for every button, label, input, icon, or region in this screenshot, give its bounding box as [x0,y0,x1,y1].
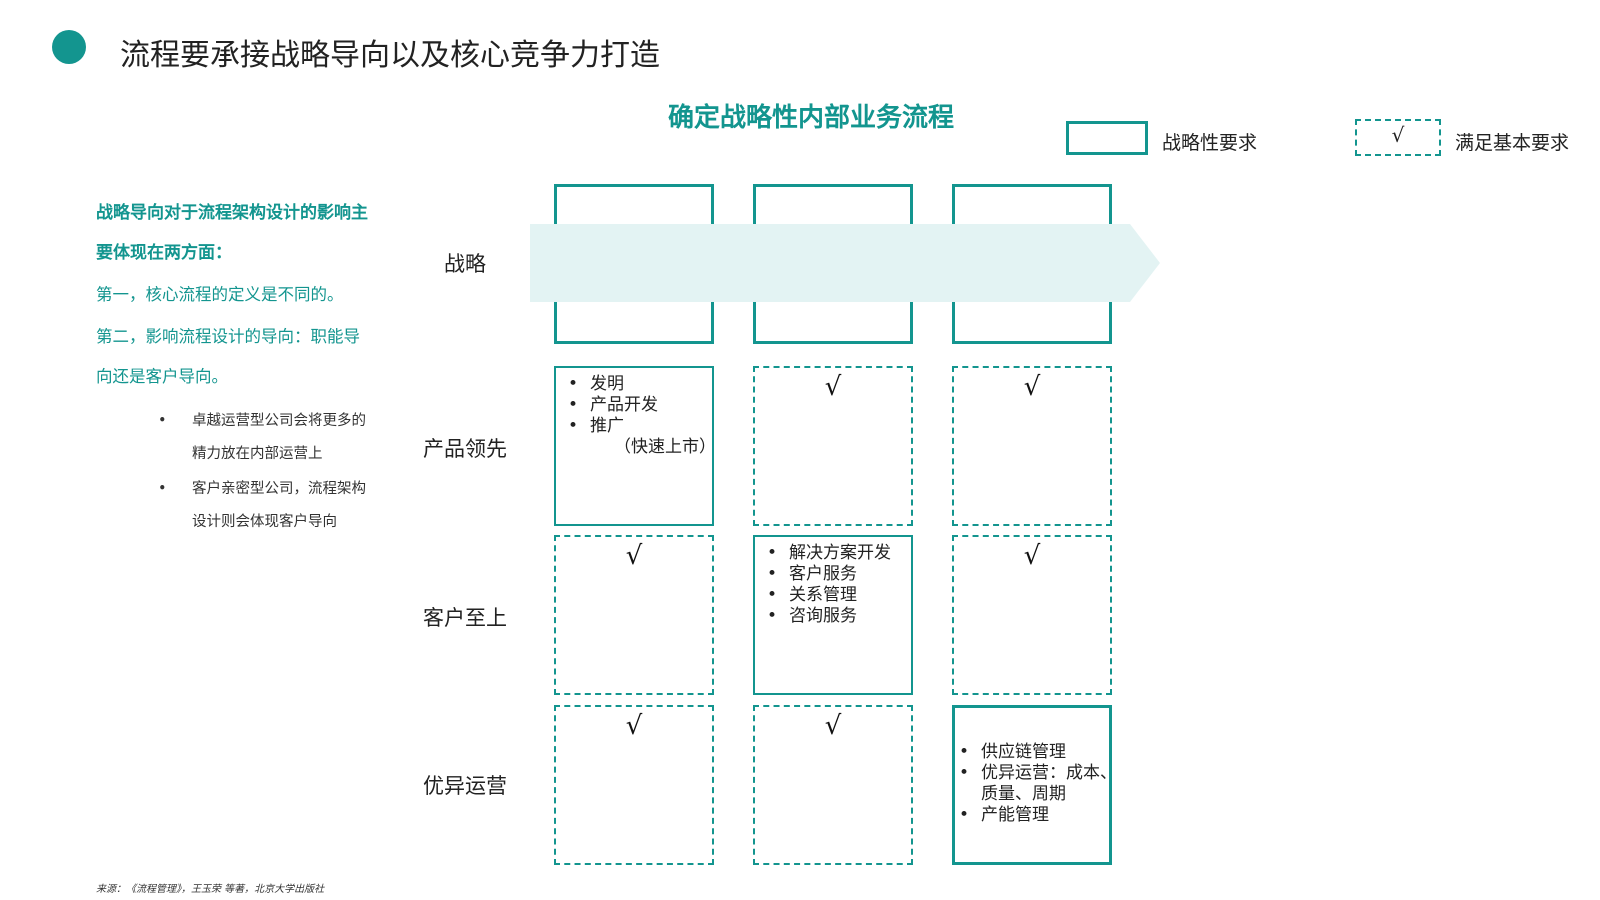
list-item: •客户服务 [767,564,857,584]
list-item: •关系管理 [767,585,857,605]
bullet-icon: • [158,413,167,429]
legend-strategic-label: 战略性要求 [1162,132,1258,154]
list-item: •产品开发 [568,395,658,415]
list-item: •供应链管理 [959,742,1066,762]
cell-product-col1: •发明 •产品开发 •推广 （快速上市） [554,366,716,526]
list-item: （快速上市） [614,437,716,457]
list-item: •咨询服务 [767,606,857,626]
list-item: •优异运营：成本、 [959,763,1117,783]
list-item: •卓越运营型公司会将更多的精力放在内部运营上 [96,405,376,471]
left-panel-point-1: 第一，核心流程的定义是不同的。 [96,285,344,304]
check-icon: √ [824,711,842,741]
legend-strategic-box [1066,121,1148,155]
check-icon: √ [625,711,643,741]
check-icon: √ [1023,541,1041,571]
cell-operations-col1: √ [554,705,714,865]
bullet-icon: • [158,481,167,497]
cell-product-col2: √ [753,366,913,526]
row-label-operational-excellence: 优异运营 [423,774,507,798]
diagram-title: 确定战略性内部业务流程 [668,103,955,133]
page-title: 流程要承接战略导向以及核心竞争力打造 [120,38,660,73]
row-label-product-leadership: 产品领先 [423,437,507,461]
strategy-band-arrow [530,224,1160,302]
cell-customer-col3: √ [952,535,1112,695]
left-panel: 战略导向对于流程架构设计的影响主要体现在两方面： 第一，核心流程的定义是不同的。… [96,193,376,541]
list-item: •发明 [568,374,624,394]
check-icon: √ [625,541,643,571]
cell-product-col3: √ [952,366,1112,526]
list-item: •解决方案开发 [767,543,891,563]
legend-basic-box: √ [1355,119,1441,156]
check-icon: √ [824,372,842,402]
title-bullet-dot [52,30,86,64]
row-label-customer-first: 客户至上 [423,606,507,630]
legend-check-icon: √ [1391,123,1405,147]
source-note: 来源：《流程管理》，王玉荣 等著，北京大学出版社 [96,884,325,895]
left-panel-heading: 战略导向对于流程架构设计的影响主要体现在两方面： [96,203,368,263]
list-item: •推广 [568,416,624,436]
cell-customer-col1: √ [554,535,714,695]
legend-basic-label: 满足基本要求 [1455,132,1570,154]
left-panel-bullets: •卓越运营型公司会将更多的精力放在内部运营上 •客户亲密型公司，流程架构设计则会… [96,405,376,539]
cell-operations-col3: •供应链管理 •优异运营：成本、 质量、周期 •产能管理 [952,705,1117,865]
list-item: •客户亲密型公司，流程架构设计则会体现客户导向 [96,473,376,539]
list-item: •产能管理 [959,805,1049,825]
cell-operations-col2: √ [753,705,913,865]
cell-customer-col2: •解决方案开发 •客户服务 •关系管理 •咨询服务 [753,535,913,695]
check-icon: √ [1023,372,1041,402]
list-item: 质量、周期 [981,784,1066,804]
row-label-strategy: 战略 [444,252,486,276]
left-panel-point-2: 第二，影响流程设计的导向：职能导向还是客户导向。 [96,327,360,386]
